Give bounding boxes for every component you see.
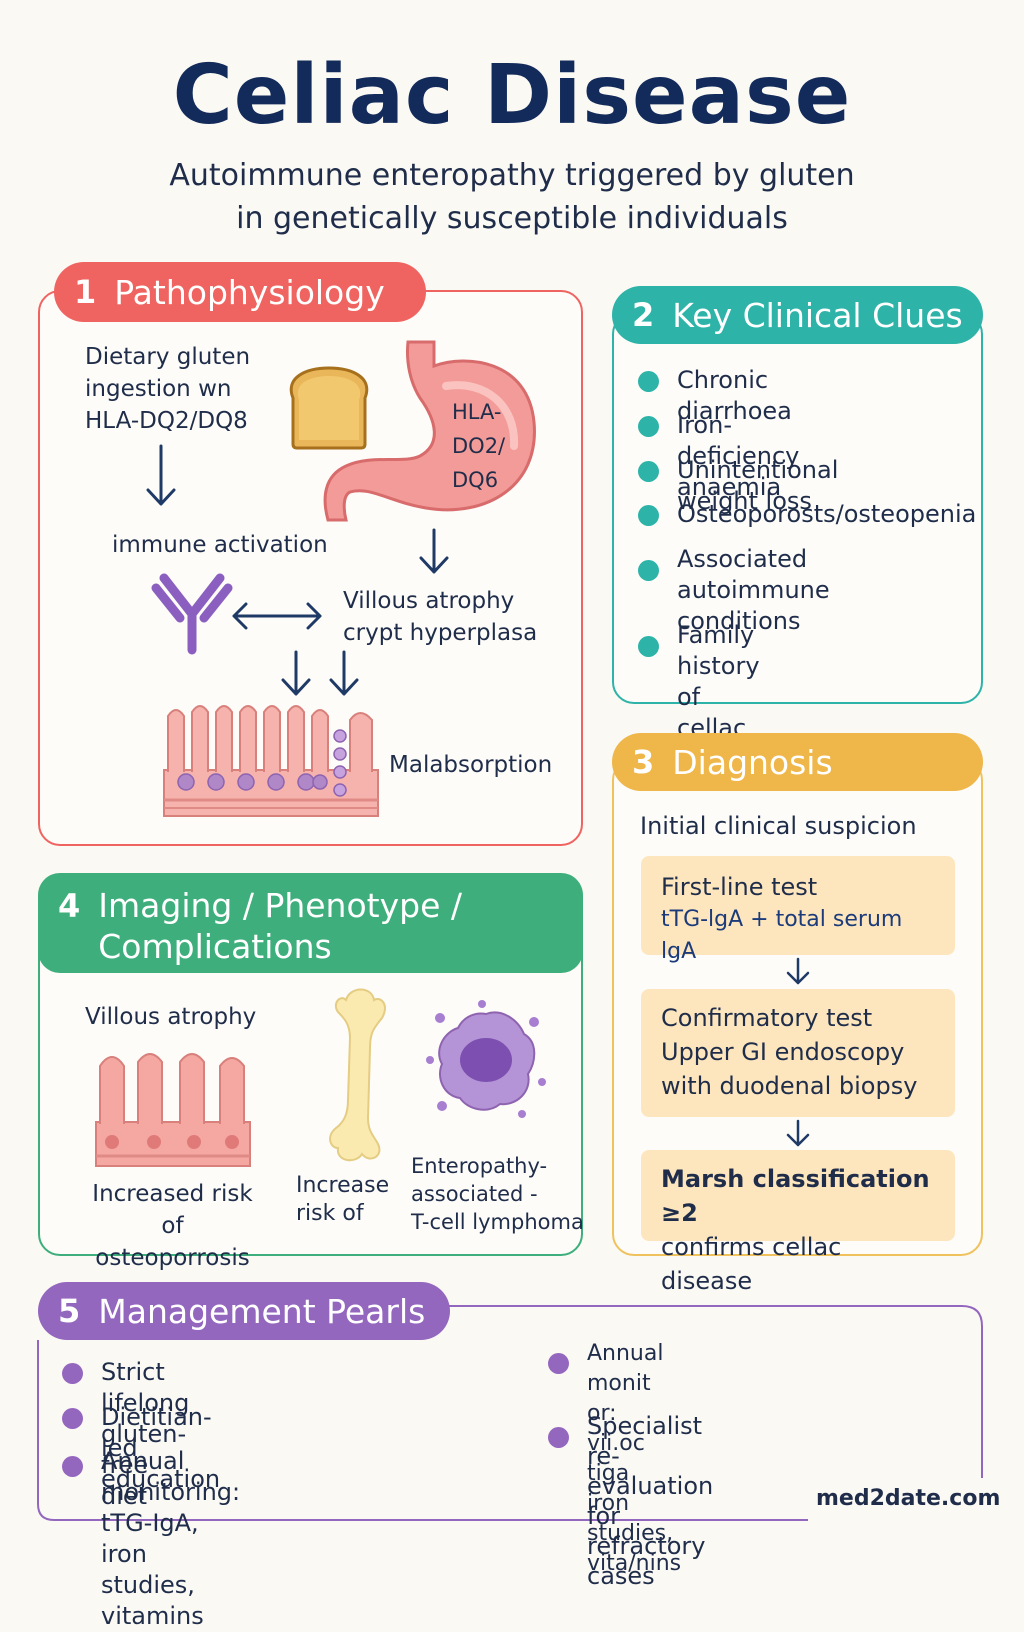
villous-atrophy-label: Villous atrophy <box>85 1004 257 1030</box>
lymphoma-cell-icon <box>426 1000 546 1118</box>
antibody-icon <box>151 573 233 655</box>
down-arrow-stomach <box>419 528 449 574</box>
confirmatory-test-box: Confirmatory test Upper GI endoscopy wit… <box>641 989 955 1117</box>
atrophic-villi-icon <box>95 1053 251 1167</box>
imaging-number: 4 <box>58 887 81 925</box>
villous-atrophy-text: Villous atrophy crypt hyperplasa <box>343 588 538 646</box>
imaging-header: 4 Imaging / Phenotype / Complications <box>38 873 583 973</box>
list-item: Specialist re-evaluation for refractory … <box>548 1411 713 1591</box>
bone-risk-text: Increase risk of <box>296 1173 390 1226</box>
stomach-icon <box>323 340 536 522</box>
bullet-dot <box>62 1363 83 1384</box>
down-arrow-1 <box>786 957 810 985</box>
list-item: Osteoporosts/osteopenia <box>638 499 976 530</box>
bullet-dot <box>62 1408 83 1429</box>
page-subtitle: Autoimmune enteropathy triggered by glut… <box>0 154 1024 240</box>
clinical-number: 2 <box>632 296 655 334</box>
pathophysiology-title: Pathophysiology <box>114 272 385 312</box>
pathophysiology-header: 1 Pathophysiology <box>54 262 426 322</box>
down-arrow-gluten <box>146 444 176 506</box>
first-line-test-box: First-line test tTG-lgA + total serum lg… <box>641 856 955 964</box>
diagnosis-number: 3 <box>632 743 655 781</box>
intestinal-villi-icon <box>163 705 379 817</box>
lymphoma-text: Enteropathy- associated - T-cell lymphom… <box>411 1154 584 1234</box>
first-line-title: First-line test <box>661 873 818 901</box>
bone-icon <box>329 988 386 1162</box>
imaging-title: Imaging / Phenotype / Complications <box>98 886 462 966</box>
list-item: Dietitian-led education <box>62 1402 220 1495</box>
down-arrow-right <box>329 650 359 696</box>
bullet-dot <box>638 505 659 526</box>
bullet-dot <box>62 1456 83 1477</box>
list-item: Associated autoimmune conditions <box>638 544 830 637</box>
subtitle-line-2: in genetically susceptible individuals <box>236 201 788 236</box>
double-arrow <box>232 602 322 630</box>
clinical-title: Key Clinical Clues <box>672 295 963 335</box>
bullet-dot <box>638 371 659 392</box>
first-line-detail: tTG-lgA + total serum lgA <box>661 907 903 964</box>
down-arrow-2 <box>786 1119 810 1147</box>
bullet-dot <box>548 1353 569 1374</box>
bullet-dot <box>638 636 659 657</box>
list-item: Chronic diarrhoea <box>638 365 792 427</box>
arrows-diagnosis <box>786 957 810 1147</box>
bullet-dot <box>638 416 659 437</box>
down-arrow-left <box>281 650 311 696</box>
clinical-panel <box>612 312 983 704</box>
stomach-label: HLA- DO2/ DQ6 <box>452 400 506 492</box>
diagnosis-header: 3 Diagnosis <box>612 733 983 791</box>
list-item: Annual monitoring: tTG-IgA, iron studies… <box>62 1446 240 1632</box>
management-header: 5 Management Pearls <box>38 1282 450 1340</box>
management-panel <box>37 1305 983 1521</box>
clinical-header: 2 Key Clinical Clues <box>612 286 983 344</box>
page-title: Celiac Disease <box>172 48 852 143</box>
marsh-classification-box: Marsh classification ≥2 confirms cellac … <box>641 1150 955 1295</box>
malabsorption-text: Malabsorption <box>389 752 553 778</box>
list-item: Unintentional weight loss <box>638 455 838 517</box>
initial-suspicion-text: Initial clinical suspicion <box>640 812 917 840</box>
footer-brand: med2date.com <box>816 1486 1001 1511</box>
subtitle-line-1: Autoimmune enteropathy triggered by glut… <box>169 158 855 193</box>
list-item: Iron-deficiency anaemia <box>638 410 799 503</box>
immune-activation-text: immune activation <box>112 532 328 558</box>
list-item: Strict lifelong gluten-free diet <box>62 1357 189 1512</box>
diagnosis-title: Diagnosis <box>672 742 833 782</box>
bullet-dot <box>638 560 659 581</box>
osteoporosis-risk-text: Increased risk of osteoporrosis <box>92 1181 253 1271</box>
bullet-dot <box>638 461 659 482</box>
bullet-dot <box>548 1427 569 1448</box>
gluten-ingestion-text: Dietary gluten ingestion wn HLA-DQ2/DQ8 <box>85 344 251 434</box>
arrows-pathophysiology <box>146 444 449 696</box>
bread-icon <box>289 366 369 450</box>
management-number: 5 <box>58 1292 81 1330</box>
pathophysiology-number: 1 <box>74 273 97 311</box>
management-title: Management Pearls <box>98 1291 426 1331</box>
